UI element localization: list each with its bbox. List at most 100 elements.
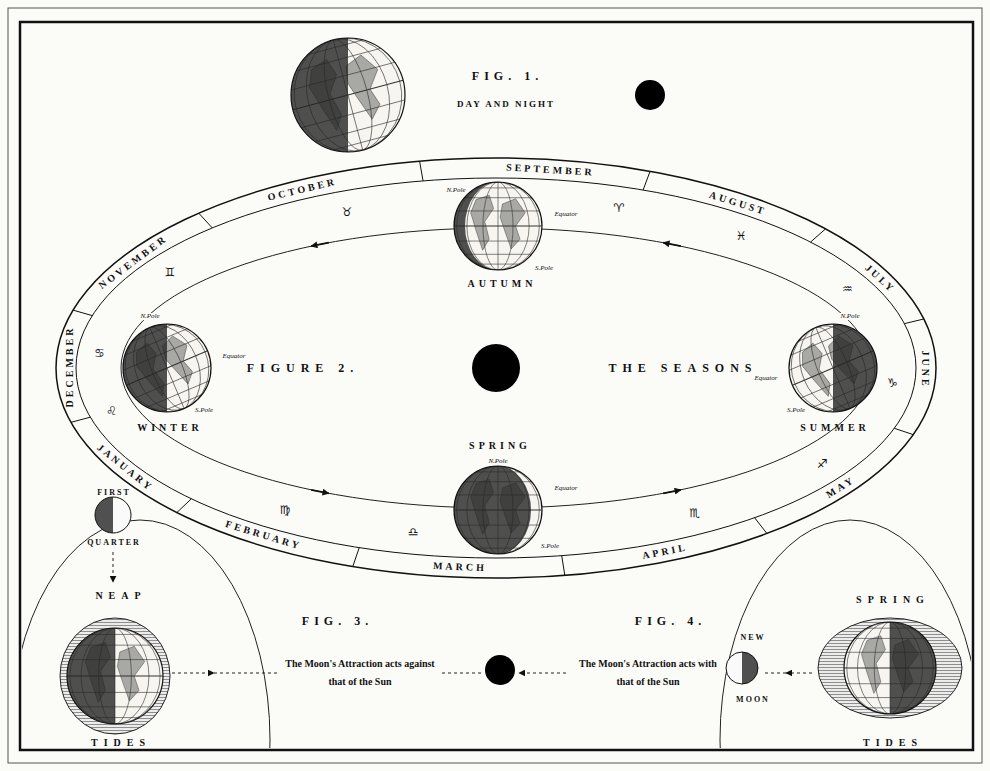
earth-globe [844,622,936,714]
globe-note: N.Pole [139,313,160,320]
zodiac-band-inner [76,178,916,558]
night-side [742,652,758,684]
continent [342,52,390,123]
parallel [454,226,542,227]
month-divider [73,310,92,316]
month-name: APRIL [639,542,689,561]
season-name: AUTUMN [464,279,537,289]
globe-disc [123,324,211,412]
globe-grid [109,310,224,425]
figure-number: FIG. 3. [297,615,373,627]
globe-outline [123,324,211,412]
moon [726,652,758,684]
globe-outline [67,628,163,724]
night-side [833,324,877,412]
meridian [778,311,889,424]
globe-note: S.Pole [194,407,214,414]
earth-globe [67,628,163,724]
night-side [123,324,167,412]
moon-disc [95,497,131,533]
month-divider [894,428,913,434]
parallel [464,254,531,255]
tide-name: NEAP [89,591,146,601]
night-side [890,622,936,714]
continent [117,646,144,701]
orbit-arrow [311,490,329,494]
tidal-envelope [60,618,170,734]
globe-note: Equator [554,485,579,492]
attraction-lines [113,552,812,673]
moon-phase: FIRST [95,489,131,497]
meridian [112,311,223,424]
earth-globe [278,25,418,165]
globe-disc [454,182,542,270]
zodiac-band-outer [56,158,936,578]
zodiac-sign: ♋ [94,347,105,359]
month-divider [643,171,650,190]
night-side [291,38,348,152]
figure-number: FIGURE 2. [241,362,360,374]
month-name: AUGUST [705,188,768,216]
month-divider [755,518,767,534]
season-name: WINTER [133,423,203,433]
globe-grid [454,466,542,554]
globe-outline [844,622,936,714]
zodiac-sign: ♏ [690,507,701,519]
moon-phase: MOON [734,696,770,704]
globe-note: Equator [222,353,247,360]
tide-name: TIDES [857,738,923,748]
month-divider [904,319,923,324]
moon-phase: NEW [738,634,765,642]
moon [95,497,131,533]
attraction-line [214,673,278,674]
sun [472,344,520,392]
moon-orbit [720,520,971,748]
moon-outline [726,652,758,684]
globe-grid [278,25,418,165]
attraction-line [442,673,482,674]
moon-outline [95,497,131,533]
month-divider [353,548,360,567]
globe-note: N.Pole [445,187,466,194]
explanation: The Moon's Attraction acts with that of … [573,655,723,691]
tidal-envelope [818,618,962,718]
globe-disc [291,38,405,152]
month-name: MARCH [430,561,487,573]
globe-grid [844,622,936,714]
zodiac-sign: ♎ [408,526,419,538]
continent [471,195,494,250]
parallel [457,210,540,211]
month-name: MAY [822,475,857,502]
orbit-arrow [663,490,681,494]
sun [485,655,515,685]
continent [861,636,885,694]
parallel [476,187,520,188]
zodiac-sign: ♌ [106,405,117,417]
month-divider [199,213,213,228]
attraction-line [786,673,812,674]
outer-border [8,8,982,763]
season-name: SUMMER [796,423,870,433]
tide-name: SPRING [850,595,930,605]
zodiac-sign: ♊ [165,266,176,278]
earth-globe [454,466,542,554]
month-divider [562,556,565,576]
month-divider [811,229,826,242]
zodiac-sign: ♒ [842,283,853,295]
night-side [67,628,115,724]
globe-grid [775,310,890,425]
sun [635,80,665,110]
parallel [457,241,540,242]
globe-note: N.Pole [839,313,860,320]
globe-note: S.Pole [786,407,806,414]
zodiac-sign: ♐ [817,458,828,470]
attraction-line [113,552,114,582]
globe-note: S.Pole [540,543,560,550]
explanation: The Moon's Attraction acts against that … [285,655,435,691]
zodiac-sign: ♓ [736,230,747,242]
earth-globe [454,182,542,270]
night-side [454,182,498,270]
earth-globe [109,310,224,425]
